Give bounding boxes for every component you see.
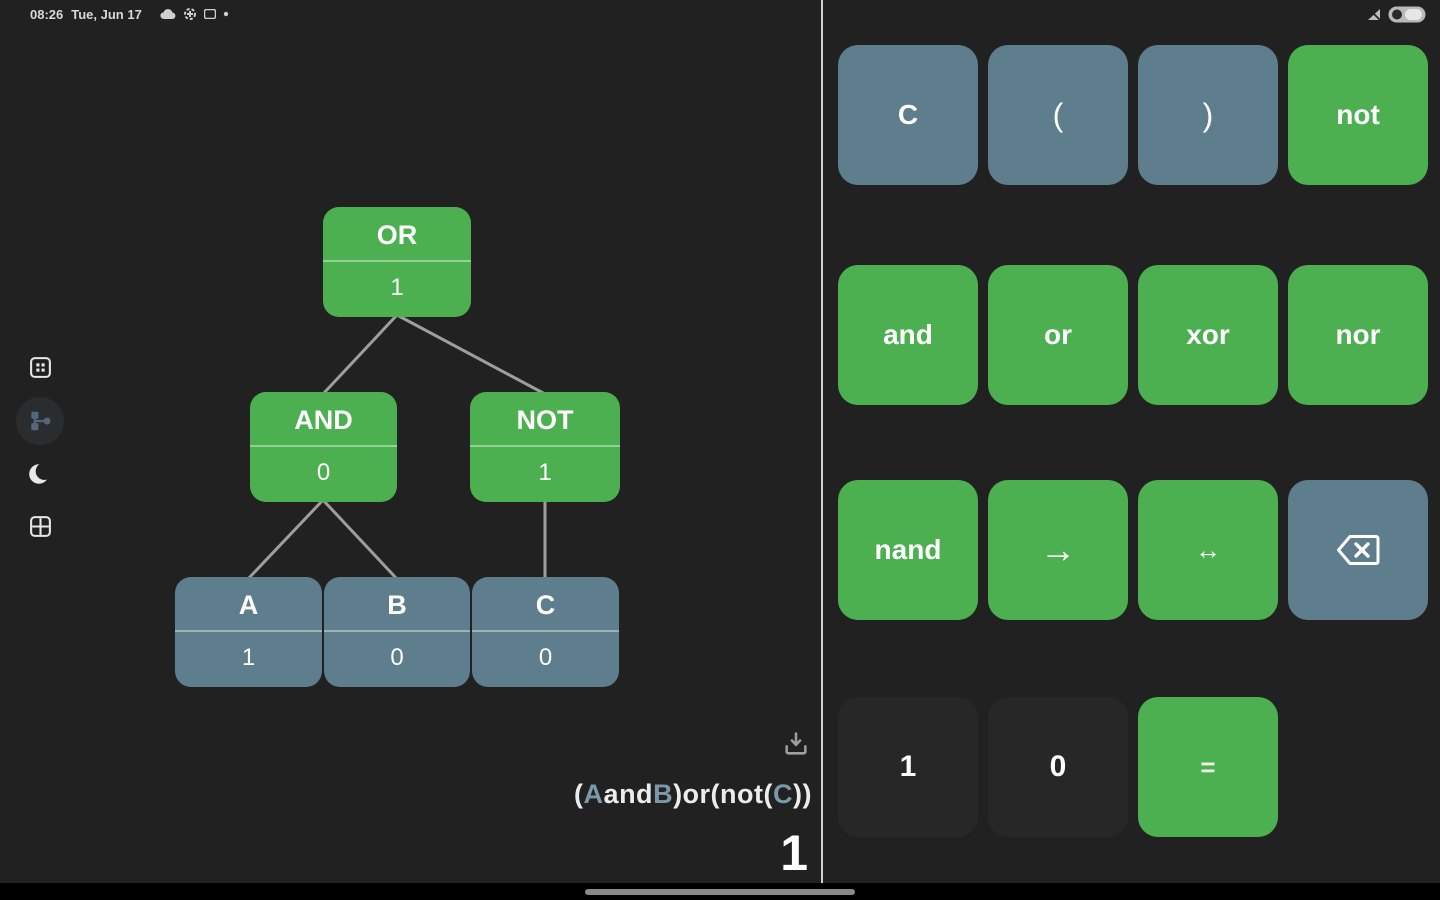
- sidebar-item-truth-table-view[interactable]: [16, 502, 64, 550]
- home-indicator[interactable]: [585, 889, 855, 895]
- date: Tue, Jun 17: [71, 6, 142, 22]
- moon-icon: [29, 462, 53, 484]
- tree-node-b: B 0: [324, 577, 470, 687]
- key-zero[interactable]: 0: [988, 697, 1128, 837]
- key-iff[interactable]: ↔: [1138, 480, 1278, 620]
- battery-icon: [1388, 6, 1426, 22]
- key-or[interactable]: or: [988, 265, 1128, 405]
- key-equals[interactable]: =: [1138, 697, 1278, 837]
- node-value: 1: [241, 644, 256, 671]
- key-backspace[interactable]: [1288, 480, 1428, 620]
- keypad-icon: [29, 356, 51, 378]
- key-and[interactable]: and: [838, 265, 978, 405]
- table-icon: [29, 515, 51, 537]
- expression-display: (AandB)or(not(C)): [0, 779, 812, 810]
- expression-part: )or(not(: [673, 779, 774, 809]
- node-value: 0: [316, 459, 331, 486]
- node-value: 1: [538, 459, 552, 486]
- key-close-paren[interactable]: ): [1138, 45, 1278, 185]
- notification-icon: [203, 9, 216, 19]
- node-label: B: [324, 577, 470, 632]
- expression-variable: A: [583, 779, 604, 809]
- clock: 08:26: [30, 6, 64, 22]
- key-c-variable[interactable]: C: [838, 45, 978, 185]
- panel-divider: [821, 0, 823, 883]
- backspace-icon: [1337, 535, 1380, 565]
- key-implies[interactable]: →: [988, 480, 1128, 620]
- key-xor[interactable]: xor: [1138, 265, 1278, 405]
- node-label: AND: [250, 392, 397, 447]
- tree-icon: [31, 411, 51, 431]
- node-label: A: [175, 577, 322, 632]
- node-label: NOT: [470, 392, 620, 447]
- cloud-icon: [160, 9, 176, 20]
- tree-node-not: NOT 1: [470, 392, 620, 502]
- sidebar-item-tree-view[interactable]: [16, 397, 64, 445]
- status-bar: 08:26 Tue, Jun 17: [0, 0, 1440, 28]
- tree-edges: [246, 313, 547, 581]
- key-not[interactable]: not: [1288, 45, 1428, 185]
- notification-dot-icon: [223, 11, 229, 17]
- node-label: OR: [323, 207, 471, 262]
- result-value: 1: [780, 825, 808, 881]
- node-value: 0: [538, 644, 553, 671]
- key-open-paren[interactable]: (: [988, 45, 1128, 185]
- navigation-bar: [0, 883, 1440, 900]
- key-nor[interactable]: nor: [1288, 265, 1428, 405]
- expression-part: (: [574, 779, 584, 809]
- sidebar-item-dark-mode[interactable]: [16, 450, 64, 498]
- expression-variable: C: [773, 779, 794, 809]
- node-label: C: [472, 577, 619, 632]
- key-one[interactable]: 1: [838, 697, 978, 837]
- expression-variable: B: [653, 779, 674, 809]
- tree-node-or: OR 1: [323, 207, 471, 317]
- keypad: C ( ) not and or xor nor nand → ↔ 1 0 =: [838, 0, 1428, 883]
- key-nand[interactable]: nand: [838, 480, 978, 620]
- node-value: 0: [390, 644, 404, 671]
- tree-node-c: C 0: [472, 577, 619, 687]
- expression-part: )): [793, 779, 812, 809]
- data-saver-icon: [183, 8, 196, 20]
- expression-part: and: [603, 779, 654, 809]
- node-value: 1: [390, 274, 404, 301]
- network-icon: [1368, 7, 1381, 21]
- sidebar-item-keypad-view[interactable]: [16, 343, 64, 391]
- download-icon: [785, 732, 807, 755]
- tree-node-a: A 1: [175, 577, 322, 687]
- save-button[interactable]: [782, 730, 812, 760]
- tree-node-and: AND 0: [250, 392, 397, 502]
